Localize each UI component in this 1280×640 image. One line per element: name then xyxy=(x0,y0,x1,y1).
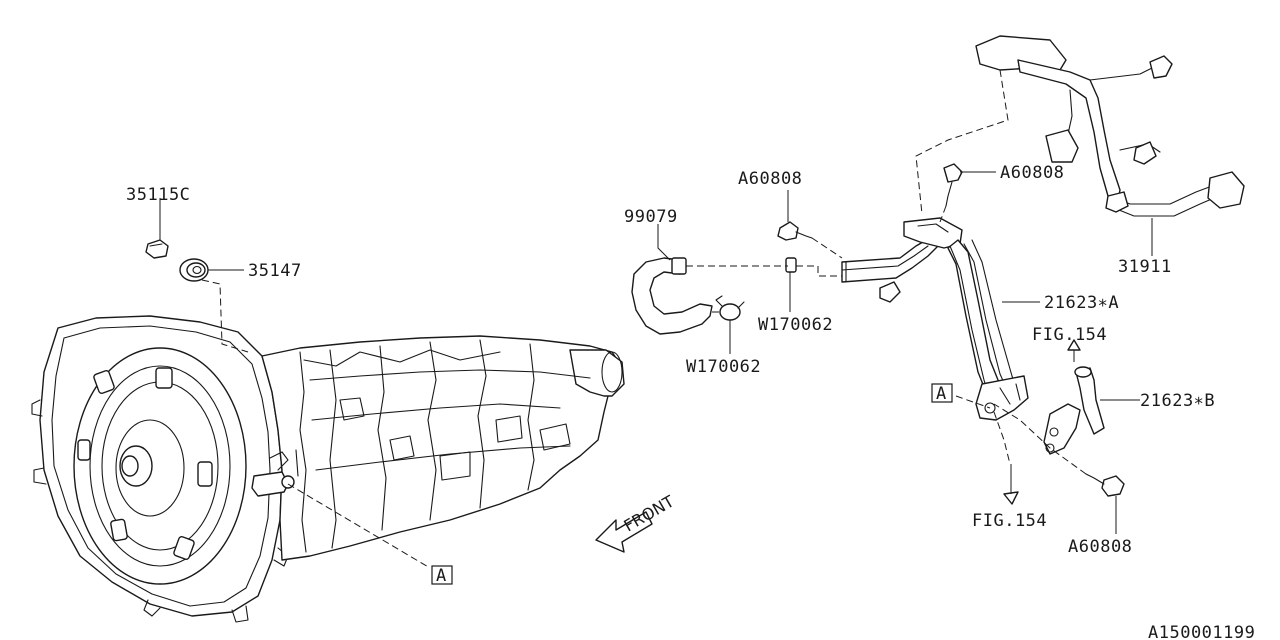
harness-31911-shape xyxy=(975,35,1245,217)
pipe-assembly-21623a-shape xyxy=(841,217,1029,421)
clamp-w170062-upper-shape xyxy=(785,257,797,273)
hose-99079-shape xyxy=(631,257,713,335)
callout-w170062-lower: W170062 xyxy=(686,357,761,377)
callout-a60808-right: A60808 xyxy=(1000,163,1064,183)
dash-ref-a-right xyxy=(955,395,991,409)
callout-w170062-upper: W170062 xyxy=(758,315,833,335)
arrow-fig154-upper xyxy=(1067,339,1081,351)
ref-box-a-right-label: A xyxy=(936,384,947,404)
transmission-assembly xyxy=(31,315,625,623)
ref-box-a-left-label: A xyxy=(436,566,447,586)
callout-99079: 99079 xyxy=(624,207,678,227)
callout-fig154-upper: FIG.154 xyxy=(1032,325,1107,345)
ref-box-a-left: A xyxy=(431,565,453,586)
clamp-w170062-lower-shape xyxy=(715,295,745,321)
pipe-21623b-shape xyxy=(1043,366,1105,455)
callout-fig154-lower: FIG.154 xyxy=(972,511,1047,531)
ref-box-a-right: A xyxy=(931,383,953,404)
catalog-id: A150001199 xyxy=(1148,623,1255,640)
callout-35147: 35147 xyxy=(248,261,302,281)
part-35115c-shape xyxy=(145,239,169,259)
dash-bolt-right-to-bracket xyxy=(939,205,947,223)
bolt-a60808-bottom-shape xyxy=(1085,473,1125,497)
dash-clamp-to-pipe xyxy=(796,265,842,277)
callout-31911: 31911 xyxy=(1118,257,1172,277)
front-arrow xyxy=(595,511,653,553)
bolt-a60808-top-shape xyxy=(777,221,813,241)
dash-harness-to-bracket xyxy=(915,69,1009,215)
dash-fig154-lower xyxy=(993,411,1011,465)
dash-bolt-bottom-to-bracket xyxy=(993,403,1087,475)
callout-a60808-bottom: A60808 xyxy=(1068,537,1132,557)
leader-99079 xyxy=(657,224,671,261)
part-35147-shape xyxy=(179,258,209,282)
callout-21623b: 21623∗B xyxy=(1140,391,1215,411)
bolt-a60808-right-shape xyxy=(943,163,963,207)
dash-bolt-top-to-pipe xyxy=(811,237,843,259)
callout-a60808-top: A60808 xyxy=(738,169,802,189)
callout-21623a: 21623∗A xyxy=(1044,293,1119,313)
callout-35115c: 35115C xyxy=(126,185,190,205)
front-label: FRONT xyxy=(621,492,678,536)
dash-35147-to-case xyxy=(201,279,249,353)
dash-ref-a-left xyxy=(287,483,431,569)
